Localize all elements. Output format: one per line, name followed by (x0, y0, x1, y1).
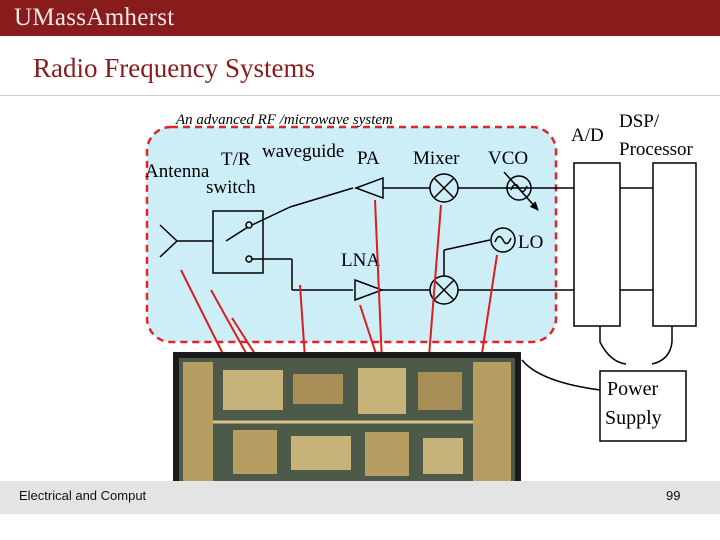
power-label: Power (607, 378, 658, 400)
antenna-label: Antenna (145, 161, 210, 182)
footer-bar (0, 481, 720, 514)
lo-label: LO (518, 232, 543, 253)
dsp-processor-box (652, 162, 697, 327)
ad-label: A/D (571, 125, 604, 146)
rf-panel (145, 125, 558, 344)
pa-amplifier-icon (353, 176, 430, 200)
ad-dsp-connections (508, 187, 673, 391)
page-number: 99 (666, 488, 681, 503)
chip-photo (173, 352, 521, 506)
footer-text: Electrical and Comput (19, 488, 147, 503)
vco-label: VCO (488, 148, 528, 169)
title-divider (0, 95, 720, 96)
lna-amplifier-icon (354, 278, 430, 302)
header-bar: UMassAmherst (0, 0, 720, 36)
slide-title: Radio Frequency Systems (33, 53, 315, 83)
rx-mixer-icon (429, 239, 592, 305)
tx-mixer-icon (429, 173, 508, 203)
supply-label: Supply (605, 407, 662, 429)
mixer-label: Mixer (413, 148, 460, 169)
switch-label: switch (206, 177, 256, 198)
lna-label: LNA (341, 250, 380, 271)
power-supply-box (599, 370, 687, 442)
waveguide-label: waveguide (262, 141, 344, 162)
processor-label: Processor (619, 139, 694, 160)
lo-oscillator-icon (490, 227, 516, 253)
dsp-label: DSP/ (619, 111, 660, 132)
pa-label: PA (357, 148, 380, 169)
antenna-icon (159, 224, 213, 258)
tr-label: T/R (221, 149, 251, 170)
ad-converter-box (573, 162, 621, 327)
tr-switch (212, 187, 354, 291)
diagram-caption: An advanced RF /microwave system (175, 112, 393, 128)
umass-logo: UMassAmherst (14, 4, 175, 31)
